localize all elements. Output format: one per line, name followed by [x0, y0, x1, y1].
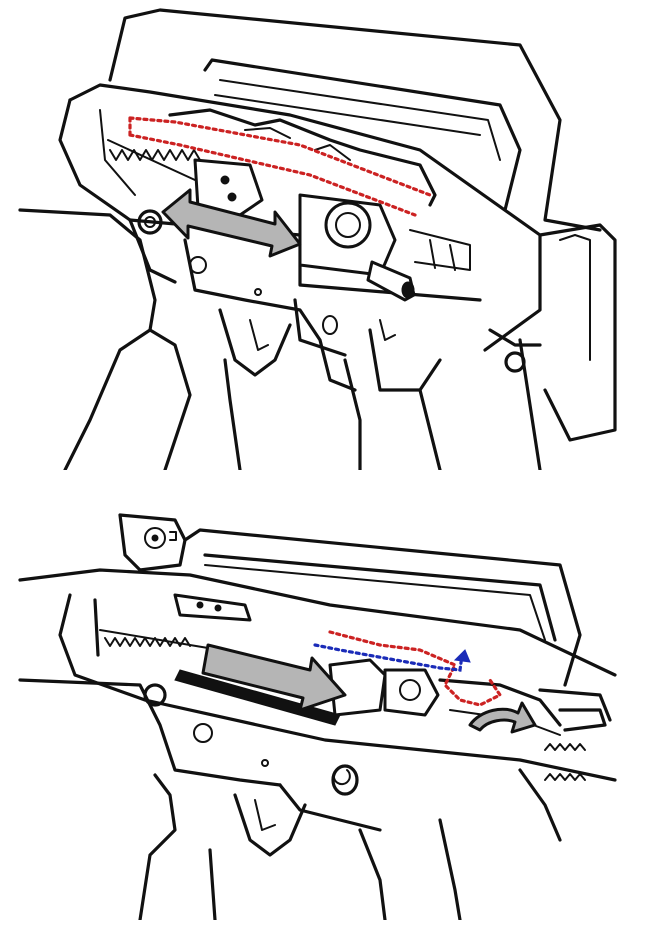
rear-sight: [118, 513, 187, 572]
barrel-extension: [538, 688, 612, 781]
bottom-panel: [0, 510, 645, 920]
upper-receiver: [18, 568, 617, 782]
handguard: [488, 223, 617, 442]
bottom-rifle-illustration: [18, 513, 617, 920]
carry-handle: [108, 8, 602, 232]
bolt-carrier: [173, 593, 562, 736]
magazine: [358, 818, 462, 920]
red-dotted-path: [328, 630, 503, 707]
red-dotted-path: [128, 116, 432, 217]
charging-handle: [168, 108, 437, 207]
top-rifle-illustration: [18, 8, 617, 470]
curved-rotation-arrow-icon: [468, 701, 537, 734]
blue-arrowhead-icon: [453, 649, 471, 663]
pistol-grip: [18, 208, 292, 470]
pistol-grip: [138, 773, 307, 920]
carry-handle: [183, 528, 582, 687]
double-headed-arrow-icon: [161, 188, 302, 258]
top-panel: [18, 8, 617, 470]
lower-receiver: [18, 678, 562, 842]
right-arrow-icon: [201, 643, 347, 712]
blue-dotted-path: [313, 643, 464, 672]
bolt-carrier: [193, 158, 471, 302]
